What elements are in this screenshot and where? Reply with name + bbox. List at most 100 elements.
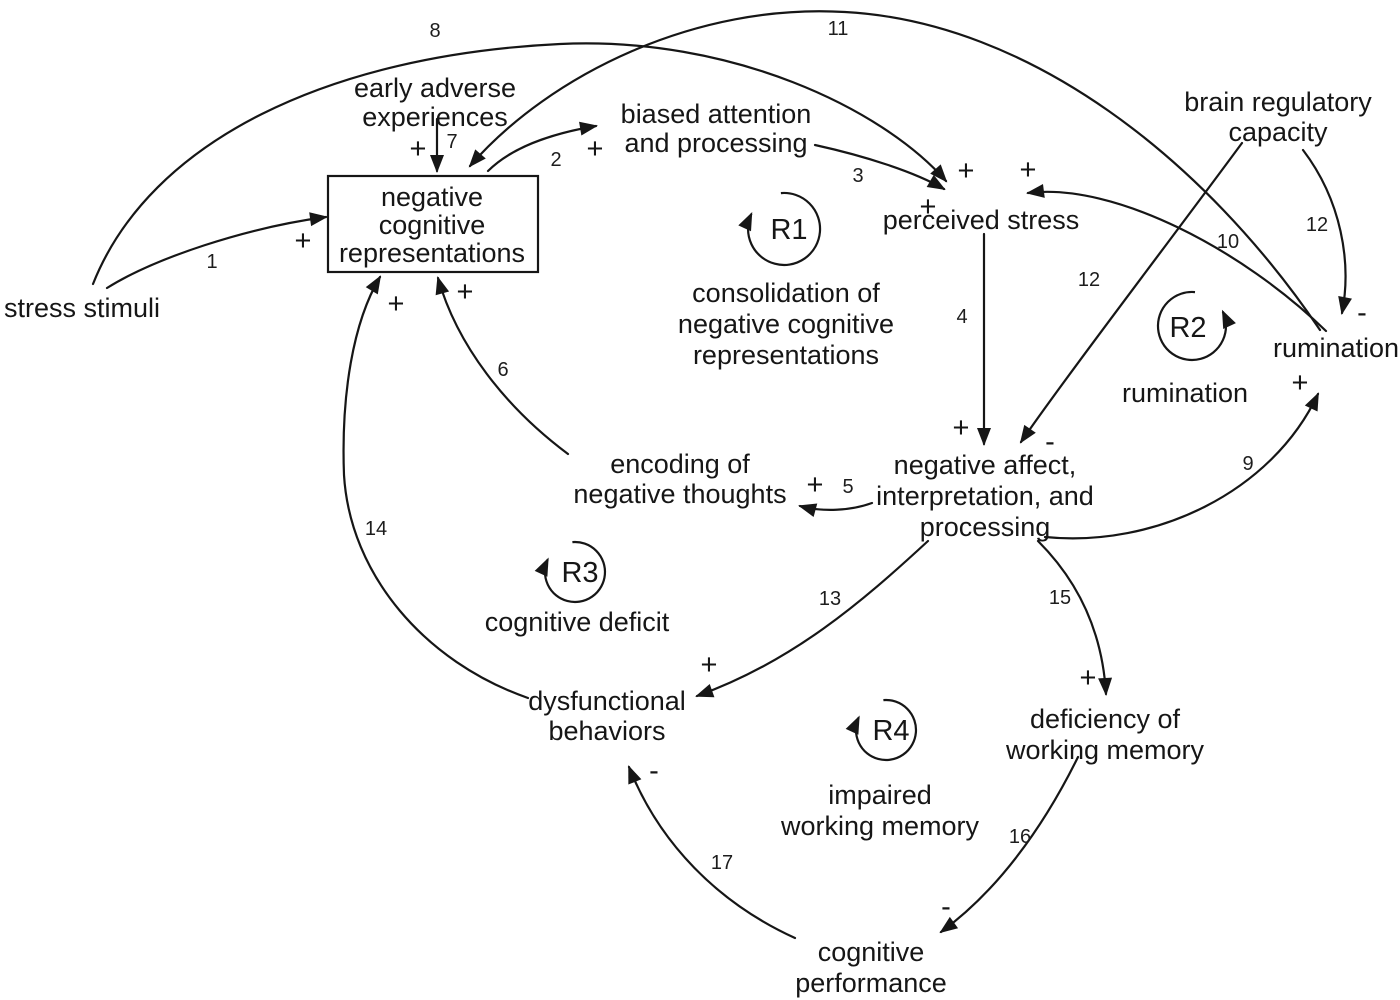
link-5-polarity: + — [807, 469, 824, 501]
node-negaffect-line2: interpretation, and — [876, 481, 1094, 511]
arrow-5 — [798, 501, 874, 517]
link-1-stress-stimuli-to-negative-cognitive-representations: 1 + — [105, 212, 328, 290]
node-cogperf-line2: performance — [795, 968, 947, 998]
link-12b-polarity: - — [1045, 426, 1055, 458]
loop-r4-id: R4 — [872, 715, 909, 747]
loop-r1-caption-line3: representations — [693, 340, 879, 370]
node-ncr-line2: cognitive — [379, 210, 486, 240]
link-5-negative-affect-to-encoding: 5 + — [798, 469, 874, 517]
link-8-polarity: + — [958, 155, 975, 187]
node-stress-stimuli-label: stress stimuli — [4, 293, 160, 323]
node-dysfunctional-line1: dysfunctional — [528, 686, 686, 716]
node-dysfunctional-behaviors: dysfunctional behaviors — [528, 686, 686, 746]
link-7-early-adverse-to-ncr: 7 + — [410, 117, 458, 173]
loop-r4-impaired-working-memory: R4 impaired working memory — [780, 698, 980, 841]
loop-r1-circle-arrow-icon — [738, 191, 822, 266]
loop-r1-consolidation: R1 consolidation of negative cognitive r… — [678, 191, 894, 370]
link-2-polarity: + — [587, 133, 604, 165]
link-15-polarity: + — [1080, 662, 1097, 694]
arrow-2 — [486, 121, 598, 173]
link-7-number: 7 — [446, 131, 457, 153]
link-4-number: 4 — [956, 306, 967, 328]
arrow-11 — [468, 10, 1322, 332]
link-10-rumination-to-perceived-stress: 10 + — [1020, 154, 1328, 333]
arrow-6 — [435, 276, 570, 456]
node-early-adverse-line1: early adverse — [354, 73, 516, 103]
link-12a-polarity: - — [1357, 297, 1367, 329]
link-9-polarity: + — [1292, 367, 1309, 399]
node-ncr-line3: representations — [339, 238, 525, 268]
node-ncr-line1: negative — [381, 182, 483, 212]
loop-r3-circle-arrow-icon — [534, 540, 607, 604]
node-early-adverse-line2: experiences — [362, 102, 508, 132]
node-encoding-line1: encoding of — [610, 449, 750, 479]
arrow-9 — [1043, 392, 1320, 540]
arrow-1 — [105, 212, 328, 290]
link-17-polarity: - — [649, 755, 659, 787]
node-deficiency-line2: working memory — [1005, 735, 1205, 765]
link-16-deficiency-wm-to-cognitive-performance: 16 - — [939, 755, 1080, 934]
node-cognitive-performance: cognitive performance — [795, 937, 947, 998]
link-15-number: 15 — [1049, 587, 1071, 609]
node-biased-line1: biased attention — [621, 99, 812, 129]
link-4-perceived-stress-to-negative-affect: 4 + — [953, 232, 991, 446]
link-2-ncr-to-biased-attention: 2 + — [486, 121, 604, 173]
loop-r4-caption-line2: working memory — [780, 811, 980, 841]
node-negative-affect-interpretation-processing: negative affect, interpretation, and pro… — [876, 450, 1094, 542]
link-3-number: 3 — [852, 165, 863, 187]
link-12a-number: 12 — [1306, 214, 1328, 236]
link-13-polarity: + — [701, 649, 718, 681]
links-layer: 1 + 2 + 3 + 4 + 5 + 6 + — [91, 10, 1367, 940]
link-2-number: 2 — [550, 149, 561, 171]
node-negaffect-line3: processing — [920, 512, 1051, 542]
loop-r3-id: R3 — [561, 557, 598, 589]
arrow-17 — [627, 765, 797, 940]
node-stress-stimuli: stress stimuli — [4, 293, 160, 323]
link-4-polarity: + — [953, 412, 970, 444]
link-3-polarity: + — [920, 191, 937, 223]
loop-r2-rumination: R2 rumination — [1122, 290, 1248, 408]
link-14-dysfunctional-behaviors-to-ncr: 14 + — [342, 275, 530, 700]
link-9-negative-affect-to-rumination: 9 + — [1043, 367, 1320, 540]
loop-r2-id: R2 — [1169, 312, 1206, 344]
nodes-layer: stress stimuli early adverse experiences… — [4, 73, 1399, 998]
node-brain-line2: capacity — [1228, 117, 1328, 147]
link-8-stress-stimuli-to-perceived-stress: 8 + — [91, 20, 975, 286]
link-17-number: 17 — [711, 852, 733, 874]
link-16-number: 16 — [1009, 826, 1031, 848]
arrow-8 — [91, 42, 948, 286]
node-cogperf-line1: cognitive — [818, 937, 925, 967]
link-5-number: 5 — [842, 476, 853, 498]
loops-layer: R1 consolidation of negative cognitive r… — [485, 191, 1248, 841]
link-6-number: 6 — [497, 359, 508, 381]
link-1-polarity: + — [295, 225, 312, 257]
link-10-polarity: + — [1020, 154, 1037, 186]
arrow-16 — [939, 755, 1080, 934]
loop-r1-caption-line2: negative cognitive — [678, 309, 894, 339]
node-negative-cognitive-representations: negative cognitive representations — [326, 174, 540, 274]
link-3-biased-attention-to-perceived-stress: 3 + — [813, 143, 946, 223]
link-10-number: 10 — [1217, 231, 1239, 253]
loop-r1-caption-line1: consolidation of — [692, 278, 880, 308]
node-deficiency-line1: deficiency of — [1030, 704, 1181, 734]
loop-r3-caption-line1: cognitive deficit — [485, 607, 670, 637]
link-7-polarity: + — [410, 133, 427, 165]
node-biased-line2: and processing — [624, 128, 807, 158]
arrow-3 — [813, 143, 946, 191]
arrow-14 — [342, 275, 530, 700]
arrow-12a — [1301, 148, 1352, 315]
node-rumination-label: rumination — [1273, 333, 1399, 363]
loop-r4-caption-line1: impaired — [828, 780, 932, 810]
loop-r1-id: R1 — [770, 214, 807, 246]
link-13-negative-affect-to-dysfunctional-behaviors: 13 + — [695, 539, 930, 698]
link-11-rumination-to-ncr: 11 — [468, 10, 1322, 332]
node-encoding-of-negative-thoughts: encoding of negative thoughts — [573, 449, 786, 509]
link-8-number: 8 — [429, 20, 440, 42]
arrow-12b — [1019, 141, 1244, 444]
node-biased-attention-and-processing: biased attention and processing — [621, 99, 812, 158]
node-deficiency-of-working-memory: deficiency of working memory — [1005, 704, 1205, 765]
link-6-encoding-to-ncr: 6 + — [435, 276, 570, 456]
link-1-number: 1 — [206, 251, 217, 273]
node-encoding-line2: negative thoughts — [573, 479, 786, 509]
